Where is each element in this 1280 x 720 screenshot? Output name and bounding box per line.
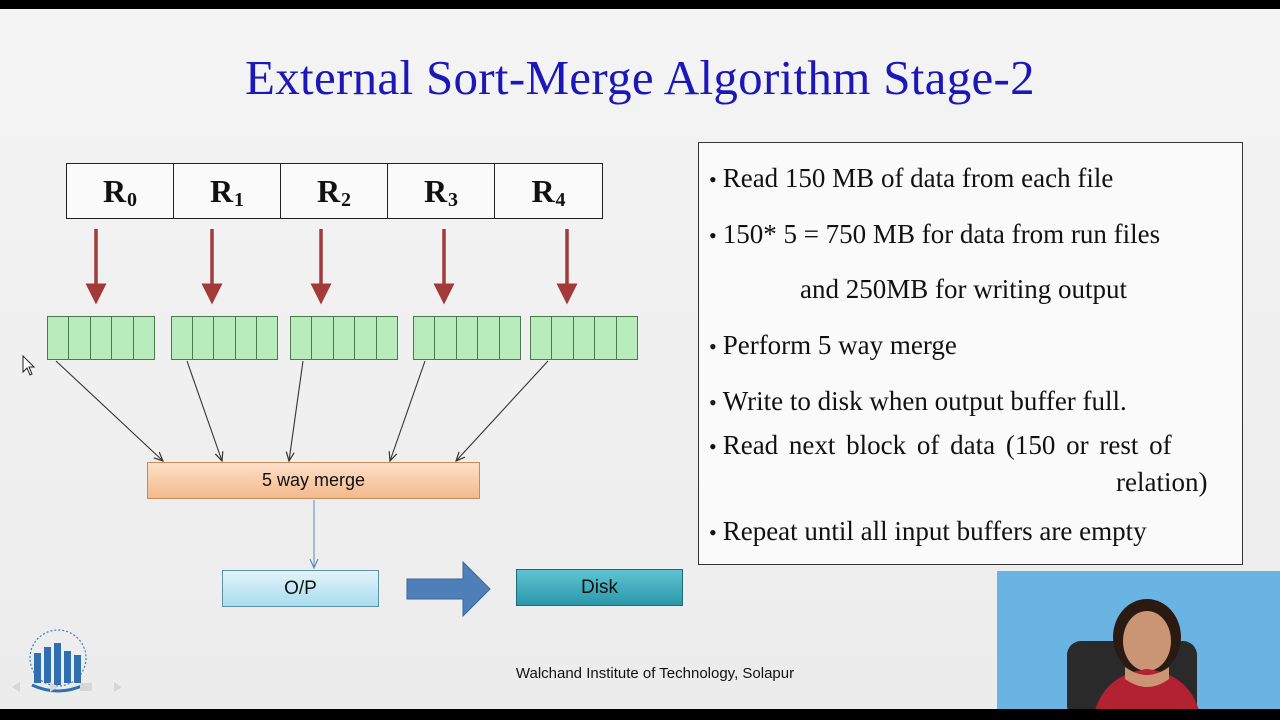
bullet-4: •Write to disk when output buffer full. bbox=[709, 386, 1127, 416]
bullet-6: •Repeat until all input buffers are empt… bbox=[709, 516, 1147, 546]
run-subscript: 2 bbox=[341, 188, 352, 211]
merge-connector-1 bbox=[186, 360, 222, 461]
block-arrow bbox=[406, 560, 491, 618]
run-subscript: 1 bbox=[234, 188, 245, 211]
input-buffer-3 bbox=[413, 316, 521, 360]
run-letter: R bbox=[531, 172, 555, 209]
bullet-2: •150* 5 = 750 MB for data from run files bbox=[709, 219, 1161, 249]
presenter-webcam-video bbox=[997, 571, 1280, 709]
output-buffer-box: O/P bbox=[222, 570, 379, 607]
disk-box: Disk bbox=[516, 569, 683, 606]
bullet-5-continuation: relation) bbox=[1116, 467, 1208, 497]
run-subscript: 4 bbox=[555, 188, 566, 211]
run-letter: R bbox=[316, 172, 341, 209]
bullet-2-continuation: and 250MB for writing output bbox=[800, 274, 1127, 304]
run-subscript: 3 bbox=[448, 188, 459, 211]
bullet-1: •Read 150 MB of data from each file bbox=[709, 163, 1114, 193]
notes-panel: •Read 150 MB of data from each file •150… bbox=[698, 142, 1243, 565]
next-icon bbox=[50, 682, 58, 692]
slide-title: External Sort-Merge Algorithm Stage-2 bbox=[245, 50, 1035, 105]
presenter-image bbox=[997, 571, 1280, 709]
slide-footer: Walchand Institute of Technology, Solapu… bbox=[515, 665, 795, 682]
merge-connector-3 bbox=[390, 360, 426, 461]
slideshow-nav-icons[interactable] bbox=[10, 680, 130, 694]
run-letter: R bbox=[209, 172, 234, 209]
merge-connector-0 bbox=[55, 360, 163, 461]
forward-icon bbox=[114, 682, 122, 692]
previous-icon bbox=[12, 682, 20, 692]
merge-connector-4 bbox=[456, 360, 549, 461]
input-buffer-0 bbox=[47, 316, 155, 360]
run-letter: R bbox=[423, 172, 448, 209]
merge-box: 5 way merge bbox=[147, 462, 480, 499]
mouse-cursor-icon bbox=[22, 355, 36, 376]
menu-icon bbox=[80, 683, 92, 691]
merge-connector-2 bbox=[289, 360, 304, 461]
institute-logo bbox=[29, 629, 87, 693]
bullet-3: •Perform 5 way merge bbox=[709, 330, 957, 360]
input-buffer-4 bbox=[530, 316, 638, 360]
run-letter: R bbox=[102, 172, 127, 209]
bullet-5: •Read next block of data (150 or rest of bbox=[709, 430, 1172, 460]
input-buffer-2 bbox=[290, 316, 398, 360]
input-buffer-1 bbox=[171, 316, 278, 360]
run-subscript: 0 bbox=[127, 188, 138, 211]
